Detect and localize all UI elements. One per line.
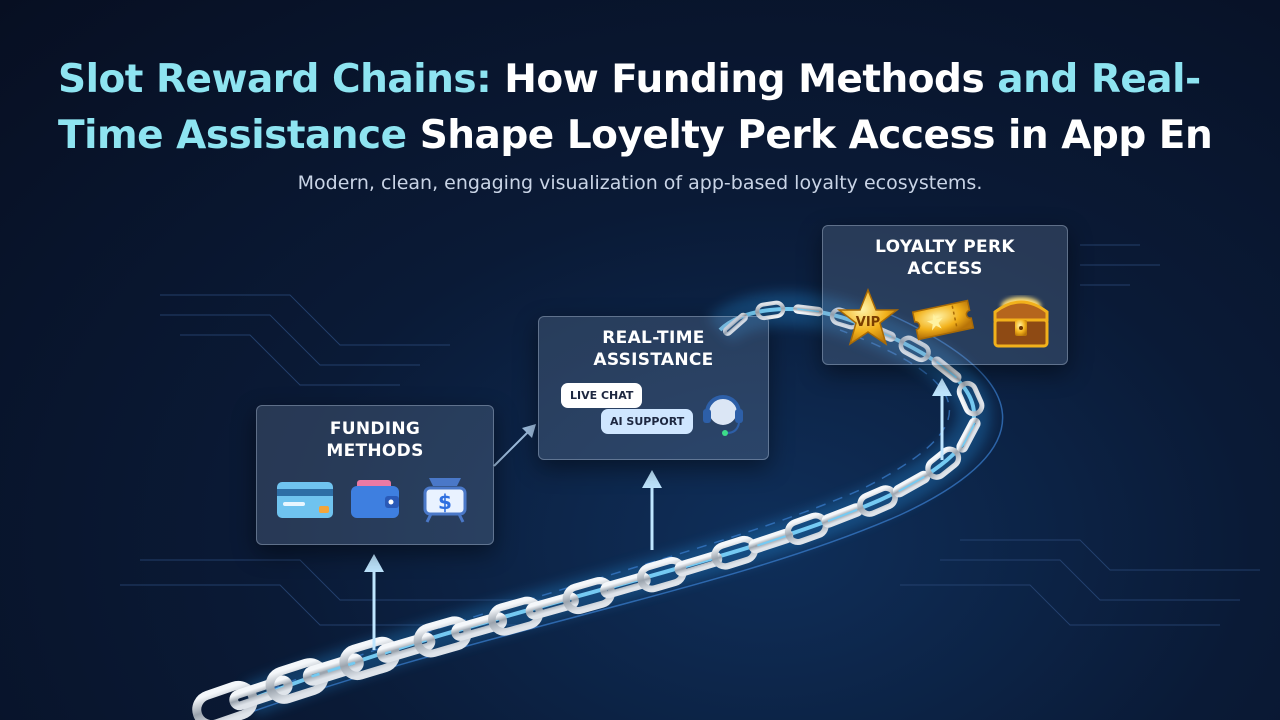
- headset-icon: [703, 395, 743, 436]
- credit-card-icon: [277, 482, 333, 518]
- chain-link: [793, 304, 824, 317]
- chain: [192, 300, 985, 720]
- treasure-chest-icon: [993, 297, 1049, 348]
- chain-link: [525, 592, 579, 620]
- chain-link: [637, 557, 687, 593]
- up-arrow-assistance: [642, 470, 662, 550]
- svg-text:$: $: [438, 490, 452, 514]
- chain-link: [265, 658, 329, 704]
- wallet-icon: [351, 480, 399, 518]
- live-chat-bubble: LIVE CHAT: [561, 383, 643, 408]
- up-arrow-perks: [932, 378, 952, 460]
- chain-link: [925, 446, 962, 480]
- chain-link: [302, 653, 364, 686]
- chain-link: [892, 470, 931, 498]
- chain-link: [562, 577, 616, 615]
- page-subtitle: Modern, clean, engaging visualization of…: [297, 172, 983, 194]
- chain-link: [451, 612, 508, 641]
- ticket-icon: [911, 299, 975, 341]
- page-title: Slot Reward Chains: How Funding Methods …: [58, 57, 1213, 158]
- vip-star-icon: VIP: [837, 288, 899, 346]
- chain-link: [956, 380, 985, 417]
- chain-link: [600, 572, 651, 599]
- chain-link: [488, 596, 544, 636]
- chain-link: [229, 675, 293, 711]
- chain-link: [339, 636, 400, 681]
- up-arrow-funding: [364, 554, 384, 650]
- circuit-lines: [120, 244, 1260, 626]
- chain-link: [722, 312, 748, 336]
- chain-link: [956, 417, 981, 453]
- chain-link: [413, 616, 472, 658]
- chain-link: [192, 680, 258, 720]
- chain-link: [898, 335, 931, 363]
- ai-support-bubble: AI SUPPORT: [601, 409, 694, 434]
- money-bag-icon: $: [423, 478, 467, 523]
- chain-link: [931, 356, 962, 383]
- diagonal-arrow: [493, 424, 536, 467]
- vip-label: VIP: [856, 315, 880, 330]
- chain-link: [674, 551, 723, 577]
- chain-link: [376, 632, 436, 663]
